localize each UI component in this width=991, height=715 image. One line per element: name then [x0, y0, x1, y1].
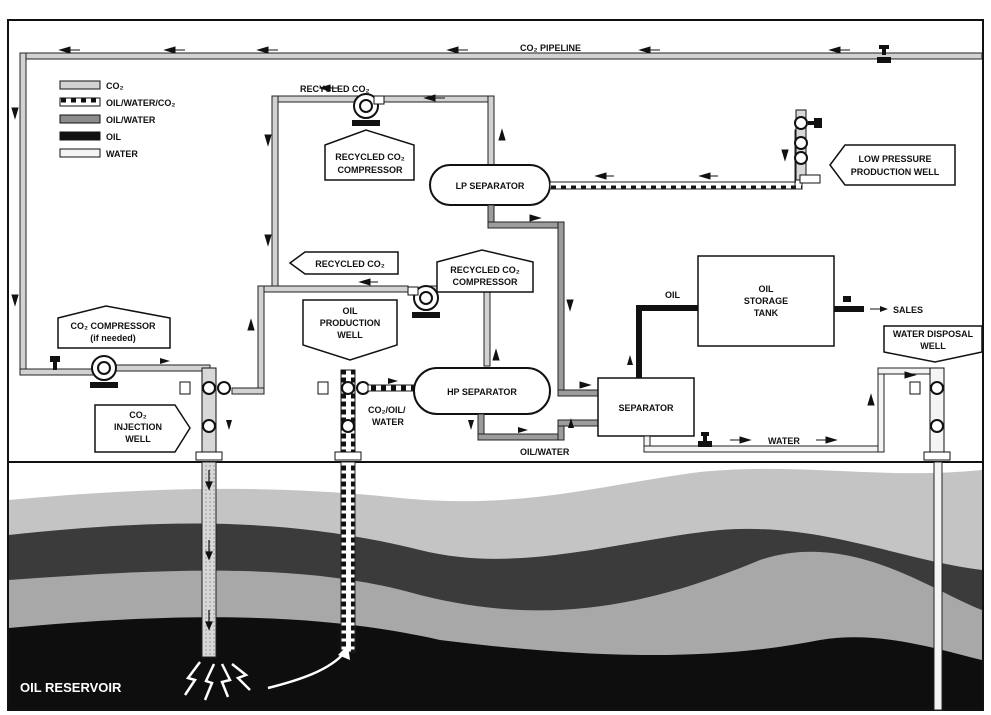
lp-separator-label: LP SEPARATOR — [456, 181, 525, 191]
hp-up-arrow — [568, 418, 574, 428]
recycled-compressor-mid-box — [436, 249, 534, 293]
hp-separator-label: HP SEPARATOR — [447, 387, 517, 397]
legend: CO₂ OIL/WATER/CO₂ OIL/WATER OIL WATER — [59, 80, 175, 159]
oil-storage-tank-label-1: OIL — [759, 284, 775, 294]
legend-label-oil: OIL — [106, 132, 122, 142]
co2-injection-well-box — [94, 404, 191, 453]
injection-down-arrow — [226, 420, 232, 430]
production-flow-arrow — [388, 378, 398, 384]
lp-to-separator-pipe — [487, 204, 599, 397]
legend-swatch-co2 — [59, 80, 101, 90]
lp-down-arrows — [529, 214, 592, 389]
co2-compressor-arrow — [160, 358, 170, 364]
disposal-well-casing — [933, 461, 943, 711]
recycled-compressor-top-label-2: COMPRESSOR — [337, 165, 403, 175]
oil-water-label: OIL/WATER — [520, 447, 570, 457]
production-wellhead-icon — [317, 369, 370, 461]
legend-swatch-ow — [59, 114, 101, 124]
injection-flow-arrows — [205, 470, 213, 631]
hp-down-arrow — [468, 420, 474, 430]
hp-right-arrow — [518, 427, 528, 433]
pipeline-arrows — [11, 46, 850, 307]
low-pressure-well-box — [829, 144, 956, 186]
co2-compressor-box — [57, 305, 171, 349]
co2-oil-water-label-2: WATER — [372, 417, 404, 427]
oil-storage-tank-label-3: TANK — [754, 308, 779, 318]
recycled-compressor-mid-label-2: COMPRESSOR — [452, 277, 518, 287]
water-label: WATER — [768, 436, 800, 446]
low-pressure-well-label-2: PRODUCTION WELL — [851, 167, 940, 177]
co2-injection-well-label-3: WELL — [125, 434, 151, 444]
co2-pipeline-label: CO₂ PIPELINE — [520, 43, 581, 53]
oil-storage-tank-label-2: STORAGE — [744, 296, 788, 306]
recycled-co2-mid-label: RECYCLED CO₂ — [315, 259, 385, 269]
injection-wellhead-icon — [179, 367, 231, 461]
oil-production-well-label-3: WELL — [337, 330, 363, 340]
recycled-compressor-mid-label-1: RECYCLED CO₂ — [450, 265, 520, 275]
separator-label: SEPARATOR — [618, 403, 674, 413]
oil-up-arrow — [627, 355, 633, 365]
production-well-casing — [340, 461, 356, 653]
recycled-co2-mid-box — [288, 251, 399, 275]
oil-reservoir-label: OIL RESERVOIR — [20, 680, 122, 695]
water-disposal-well-label-2: WELL — [920, 341, 946, 351]
water-disposal-well-label-1: WATER DISPOSAL — [893, 329, 974, 339]
co2-pipeline — [19, 52, 983, 376]
legend-label-water: WATER — [106, 149, 138, 159]
lp-flow-arrows — [594, 149, 789, 180]
legend-swatch-oil — [59, 131, 101, 141]
pipeline-valve-icon — [877, 45, 891, 63]
oil-line — [636, 305, 698, 380]
ground-section — [9, 461, 982, 709]
reservoir-fracture-glyphs — [183, 661, 251, 701]
recycled-compressor-mid-icon — [407, 285, 440, 318]
recycled-compressor-top-box — [324, 129, 415, 181]
water-line — [643, 367, 931, 453]
water-disposal-well-box — [883, 325, 983, 363]
recycled-compressor-top-label-1: RECYCLED CO₂ — [335, 152, 405, 162]
upper-loop-arrows — [264, 84, 506, 247]
co2-injection-well-label-1: CO₂ — [129, 410, 147, 420]
recycled-compressor-top-icon — [352, 93, 385, 126]
oil-production-well-label-1: OIL — [343, 306, 359, 316]
legend-label-ow: OIL/WATER — [106, 115, 156, 125]
co2-compressor-icon — [50, 355, 118, 388]
mid-loop-arrows — [247, 278, 500, 361]
lp-wellhead-icon — [794, 109, 822, 184]
water-arrows — [730, 371, 917, 444]
production-to-hp-pipe — [367, 384, 415, 392]
sales-line — [834, 296, 888, 312]
disposal-wellhead-icon — [909, 367, 951, 461]
co2-injection-well-label-2: INJECTION — [114, 422, 162, 432]
low-pressure-well-label-1: LOW PRESSURE — [858, 154, 931, 164]
hp-to-separator-pipe — [477, 413, 599, 441]
oil-label: OIL — [665, 290, 681, 300]
reservoir-flow-arrow — [267, 651, 346, 690]
legend-label-co2: CO₂ — [106, 81, 124, 91]
co2-compressor-label-1: CO₂ COMPRESSOR — [70, 321, 156, 331]
legend-swatch-water — [59, 148, 101, 158]
sales-label: SALES — [893, 305, 923, 315]
recycled-co2-top-label: RECYCLED CO₂ — [300, 84, 370, 94]
co2-oil-water-label-1: CO₂/OIL/ — [368, 405, 406, 415]
oil-storage-tank — [697, 255, 835, 347]
water-valve-icon — [698, 432, 712, 447]
co2-compressor-label-2: (if needed) — [90, 333, 136, 343]
oil-production-well-box — [302, 299, 398, 361]
legend-swatch-owc — [59, 97, 101, 107]
legend-label-owc: OIL/WATER/CO₂ — [106, 98, 175, 108]
oil-production-well-label-2: PRODUCTION — [320, 318, 381, 328]
